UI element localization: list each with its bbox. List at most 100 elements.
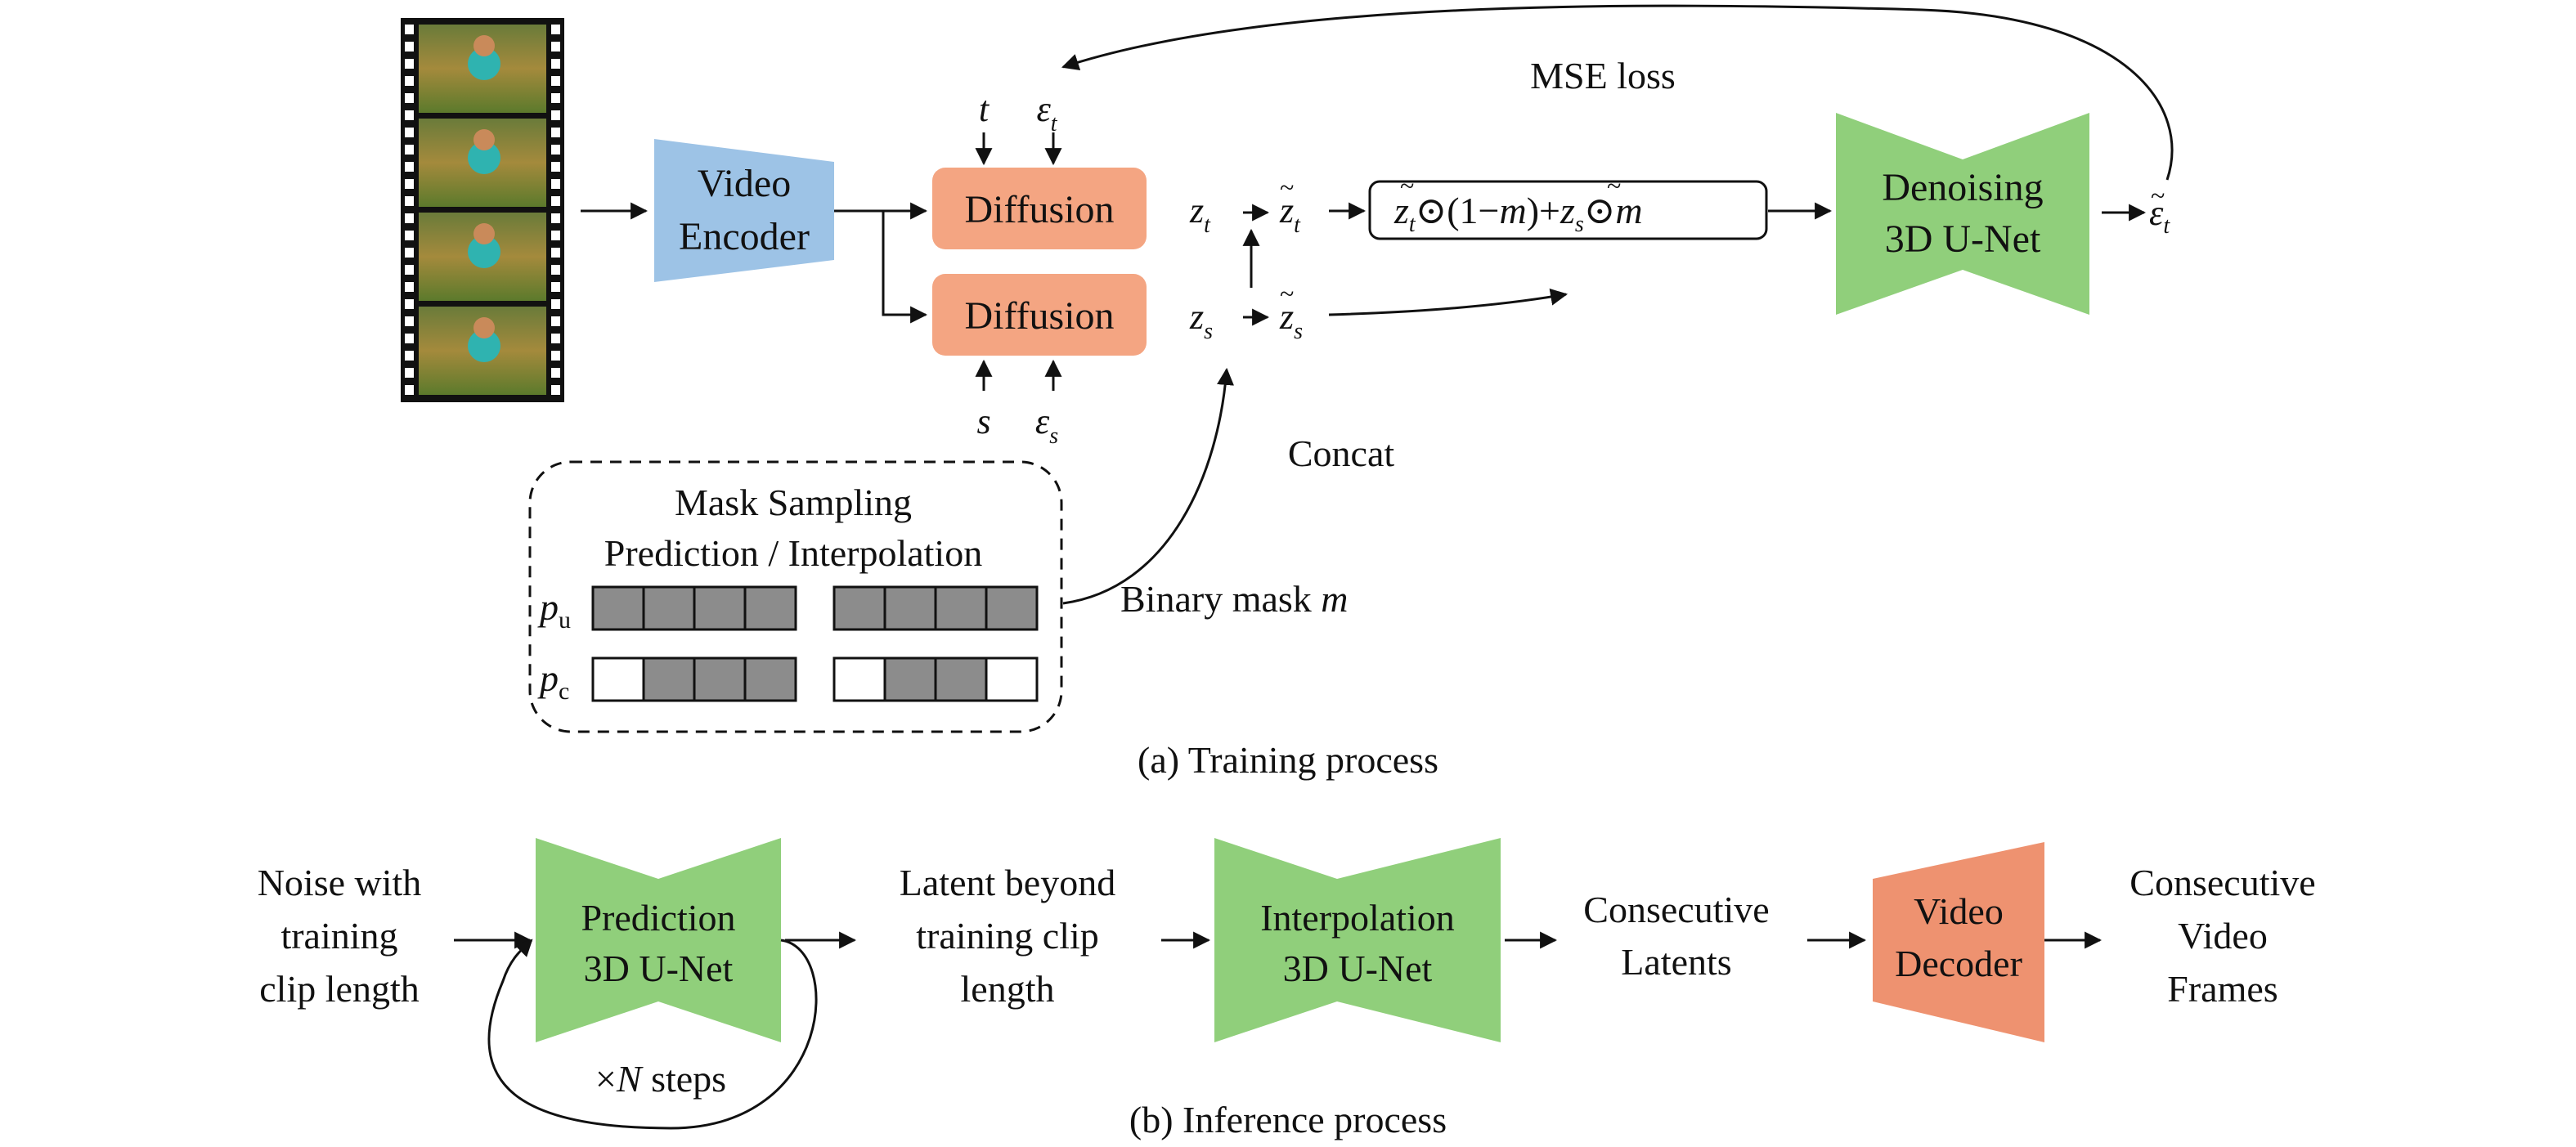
mse-loss-label: MSE loss [1530, 55, 1676, 96]
svg-text:~: ~ [1400, 171, 1414, 200]
film-sprocket-hole [551, 213, 560, 223]
film-sprocket-hole [405, 334, 414, 343]
mask-combination-formula: ~ ~ zt⊙(1−m)+zs⊙m [1368, 171, 1768, 240]
film-sprocket-hole [405, 59, 414, 69]
film-sprocket-hole [405, 128, 414, 137]
mask-cell-pc-prediction-3 [743, 656, 797, 702]
film-sprocket-hole [405, 299, 414, 309]
predicted-noise-output: ~ εt [2149, 181, 2170, 239]
diffusion-top-label: Diffusion [964, 188, 1114, 231]
mask-cell-pc-interpolation-1 [883, 656, 937, 702]
timestep-s-label: s [976, 401, 990, 441]
mask-cell-pc-interpolation-2 [934, 656, 988, 702]
film-sprocket-hole [551, 299, 560, 309]
denoising-unet: Denoising 3D U-Net [1836, 113, 2089, 315]
prediction-unet: Prediction 3D U-Net [536, 838, 781, 1042]
noise-eps-s-label: εs [1035, 401, 1058, 449]
film-strip-icon [401, 18, 564, 402]
interpolation-line1: Interpolation [1260, 897, 1455, 939]
consecutive-frames-line1: Consecutive [2129, 862, 2315, 903]
latent-text-line1: Latent beyond [900, 862, 1115, 903]
mask-cell-pc-prediction-2 [693, 656, 747, 702]
noise-text-line3: clip length [259, 968, 419, 1010]
film-sprocket-hole [551, 42, 560, 52]
video-encoder-line2: Encoder [679, 215, 810, 258]
video-decoder-line2: Decoder [1895, 943, 2022, 984]
film-sprocket-hole [405, 42, 414, 52]
noise-eps-t-label: εt [1036, 89, 1057, 137]
film-frame-figure [468, 235, 500, 268]
film-sprocket-hole [551, 25, 560, 34]
training-caption: (a) Training process [1138, 739, 1438, 781]
film-sprocket-hole [551, 265, 560, 275]
film-sprocket-hole [551, 179, 560, 189]
inference-caption: (b) Inference process [1129, 1099, 1447, 1140]
video-decoder: Video Decoder [1873, 842, 2044, 1042]
latent-text-line2: training clip [916, 915, 1099, 957]
film-sprocket-hole [551, 248, 560, 258]
mask-cell-pu-prediction-0 [591, 585, 645, 631]
mask-cell-pu-interpolation-3 [985, 585, 1039, 631]
mask-cell-pc-prediction-0 [591, 656, 645, 702]
film-sprocket-hole [405, 145, 414, 155]
film-frame-head [473, 317, 495, 338]
consecutive-latents-line2: Latents [1621, 941, 1731, 983]
consecutive-frames-line2: Video [2178, 915, 2268, 957]
zs-tilde-to-formula-arrow [1328, 288, 1568, 316]
latent-text-line3: length [961, 968, 1055, 1010]
prediction-line1: Prediction [581, 897, 735, 939]
film-sprocket-hole [551, 334, 560, 343]
film-sprocket-hole [405, 351, 414, 361]
film-sprocket-hole [551, 76, 560, 86]
film-sprocket-hole [551, 110, 560, 120]
film-frame-head [473, 129, 495, 150]
film-sprocket-hole [405, 213, 414, 223]
film-sprocket-hole [551, 368, 560, 378]
diffusion-bottom-block: Diffusion [932, 274, 1147, 356]
film-sprocket-hole [551, 316, 560, 326]
svg-text:zt⊙(1−m)+zs⊙m: zt⊙(1−m)+zs⊙m [1393, 190, 1643, 237]
film-sprocket-hole [551, 231, 560, 240]
film-frame-figure [468, 329, 500, 362]
svg-text:zs: zs [1279, 297, 1303, 344]
film-frame-head [473, 223, 495, 244]
consecutive-frames-line3: Frames [2167, 968, 2278, 1010]
denoising-line2: 3D U-Net [1885, 217, 2041, 261]
mask-cell-pc-interpolation-3 [985, 656, 1039, 702]
mask-cell-pu-prediction-3 [743, 585, 797, 631]
film-sprocket-hole [405, 368, 414, 378]
film-sprocket-hole [405, 316, 414, 326]
film-sprocket-hole [551, 128, 560, 137]
latent-z-tilde-t: ~ zt [1279, 172, 1301, 238]
film-sprocket-hole [551, 196, 560, 206]
encoder-to-diffusion-bottom-arrow [882, 211, 928, 324]
diffusion-top-block: Diffusion [932, 168, 1147, 249]
film-sprocket-hole [551, 93, 560, 103]
latent-z-tilde-s: ~ zs [1279, 279, 1303, 344]
video-decoder-line1: Video [1914, 890, 2004, 932]
film-sprocket-hole [405, 110, 414, 120]
film-frame-figure [468, 47, 500, 80]
film-sprocket-hole [405, 385, 414, 395]
concat-label: Concat [1288, 432, 1395, 474]
film-sprocket-hole [551, 145, 560, 155]
film-sprocket-hole [405, 25, 414, 34]
binary-mask-label: Binary mask m [1120, 578, 1349, 620]
film-sprocket-hole [551, 351, 560, 361]
mask-cell-pc-prediction-1 [642, 656, 696, 702]
film-frame-figure [468, 141, 500, 174]
film-sprocket-hole [405, 93, 414, 103]
denoising-line1: Denoising [1882, 166, 2043, 209]
svg-text:~: ~ [2151, 181, 2165, 210]
mask-cell-pu-interpolation-2 [934, 585, 988, 631]
consecutive-latents-line1: Consecutive [1583, 889, 1769, 930]
film-sprocket-hole [405, 231, 414, 240]
film-sprocket-hole [405, 265, 414, 275]
mask-cell-pu-prediction-2 [693, 585, 747, 631]
film-sprocket-hole [551, 385, 560, 395]
film-sprocket-hole [551, 162, 560, 172]
n-steps-label: ×N steps [595, 1058, 726, 1100]
mse-loss-feedback-arrow [1061, 4, 2174, 181]
mask-cell-pu-interpolation-0 [832, 585, 886, 631]
film-sprocket-hole [551, 282, 560, 292]
